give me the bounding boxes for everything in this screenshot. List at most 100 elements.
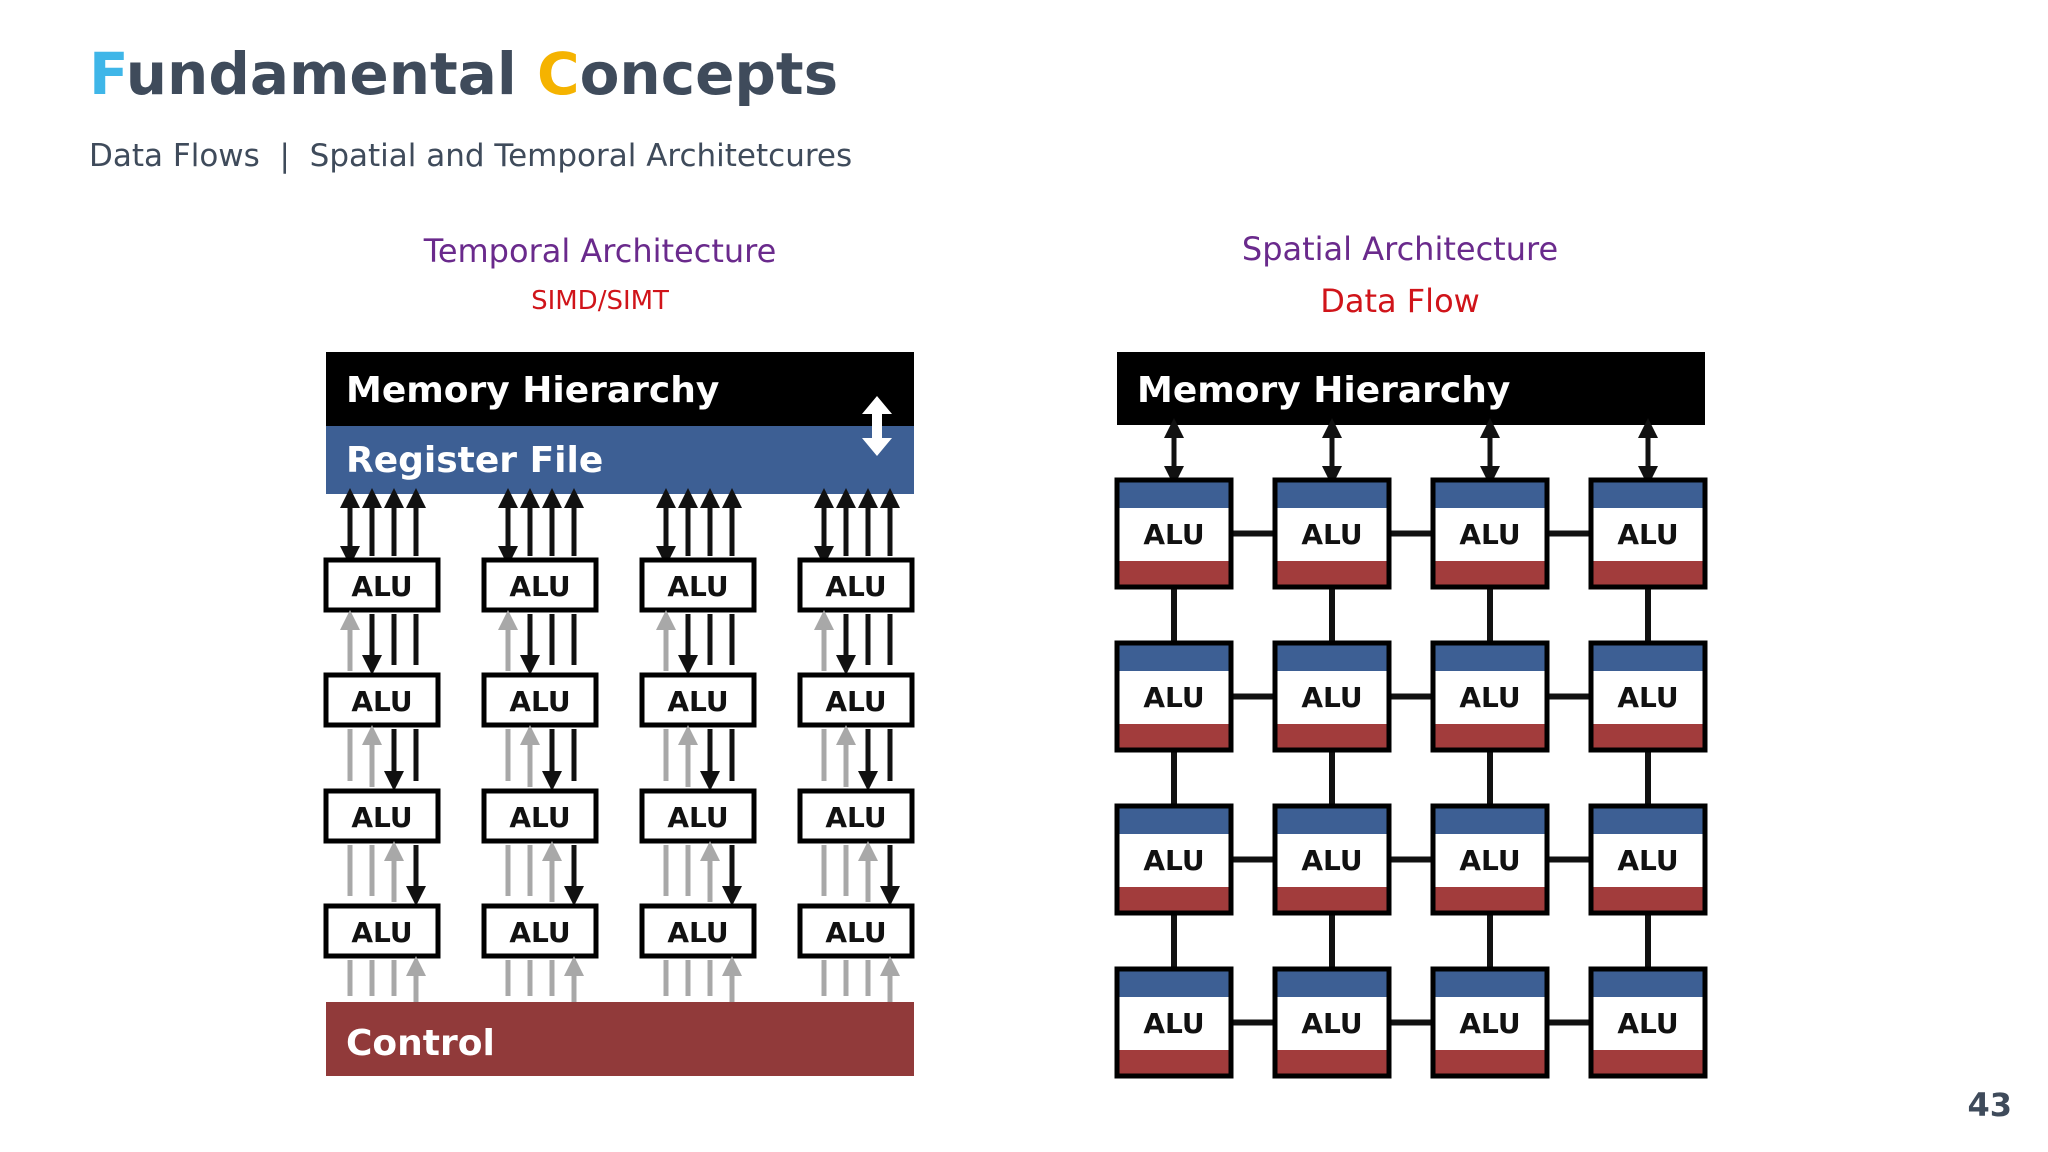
- pe-top-band: [1591, 969, 1705, 997]
- double-arrow-icon: [862, 396, 892, 456]
- pe-border: [1430, 803, 1550, 916]
- pe-border: [1430, 477, 1550, 590]
- register-file-label: Register File: [346, 440, 603, 481]
- pe-bottom-band: [1591, 1050, 1705, 1076]
- pe-bottom-band: [1433, 724, 1547, 750]
- spatial-alu-label: ALU: [1301, 518, 1362, 551]
- spatial-alu-label: ALU: [1617, 518, 1678, 551]
- pe-bottom-band: [1591, 724, 1705, 750]
- pe-top-band: [1433, 969, 1547, 997]
- spatial-alu-pe: ALU: [1114, 966, 1234, 1079]
- spatial-alu-pe: ALU: [1114, 477, 1234, 590]
- pe-bottom-band: [1433, 887, 1547, 913]
- temporal-alu-box: [481, 557, 599, 613]
- temporal-alu-label: ALU: [509, 916, 570, 949]
- temporal-alu-label: ALU: [667, 570, 728, 603]
- pe-bottom-band: [1275, 887, 1389, 913]
- pe-top-band: [1117, 969, 1231, 997]
- temporal-alu-label: ALU: [509, 801, 570, 834]
- pe-border: [1114, 477, 1234, 590]
- spatial-alu-label: ALU: [1617, 681, 1678, 714]
- spatial-alu-pe: ALU: [1588, 966, 1708, 1079]
- pe-border: [1588, 966, 1708, 1079]
- page-number: 43: [1967, 1086, 2012, 1124]
- spatial-alu-label: ALU: [1143, 518, 1204, 551]
- pe-top-band: [1275, 969, 1389, 997]
- temporal-alu-box: [797, 903, 915, 959]
- spatial-alu-label: ALU: [1143, 844, 1204, 877]
- spatial-memory-bar: [1117, 352, 1705, 425]
- pe-border: [1272, 966, 1392, 1079]
- pe-bottom-band: [1433, 561, 1547, 587]
- pe-bottom-band: [1591, 887, 1705, 913]
- temporal-alu-box: [481, 903, 599, 959]
- pe-border: [1272, 803, 1392, 916]
- spatial-alu-pe: ALU: [1272, 803, 1392, 916]
- pe-border: [1272, 640, 1392, 753]
- pe-top-band: [1117, 480, 1231, 508]
- temporal-alu-label: ALU: [509, 685, 570, 718]
- spatial-subheading: Data Flow: [1320, 282, 1480, 320]
- spatial-alu-pe: ALU: [1588, 803, 1708, 916]
- pe-border: [1114, 803, 1234, 916]
- spatial-alu-pe: ALU: [1114, 803, 1234, 916]
- pe-border: [1588, 640, 1708, 753]
- pe-bottom-band: [1433, 1050, 1547, 1076]
- pe-bottom-band: [1117, 1050, 1231, 1076]
- title-part-2: oncepts: [579, 40, 839, 108]
- pe-top-band: [1117, 643, 1231, 671]
- pe-top-band: [1433, 643, 1547, 671]
- pe-border: [1430, 966, 1550, 1079]
- pe-bottom-band: [1275, 561, 1389, 587]
- temporal-alu-box: [639, 557, 757, 613]
- temporal-heading: Temporal Architecture: [423, 232, 777, 270]
- temporal-alu-box: [639, 788, 757, 844]
- spatial-alu-pe: ALU: [1430, 477, 1550, 590]
- temporal-memory-bar: [326, 352, 914, 426]
- temporal-alu-box: [481, 672, 599, 728]
- temporal-alu-box: [797, 672, 915, 728]
- temporal-alu-label: ALU: [825, 801, 886, 834]
- pe-border: [1588, 477, 1708, 590]
- spatial-alu-pe: ALU: [1588, 640, 1708, 753]
- temporal-alu-box: [323, 788, 441, 844]
- temporal-alu-label: ALU: [825, 685, 886, 718]
- pe-top-band: [1591, 480, 1705, 508]
- spatial-alu-label: ALU: [1301, 844, 1362, 877]
- spatial-alu-label: ALU: [1143, 681, 1204, 714]
- spatial-alu-pe: ALU: [1272, 640, 1392, 753]
- slide-subtitle: Data Flows | Spatial and Temporal Archit…: [89, 138, 853, 174]
- temporal-alu-label: ALU: [351, 801, 412, 834]
- spatial-alu-pe: ALU: [1588, 477, 1708, 590]
- pe-bottom-band: [1591, 561, 1705, 587]
- spatial-alu-label: ALU: [1143, 1007, 1204, 1040]
- pe-border: [1114, 640, 1234, 753]
- pe-top-band: [1433, 480, 1547, 508]
- pe-bottom-band: [1117, 561, 1231, 587]
- temporal-alu-label: ALU: [825, 570, 886, 603]
- temporal-alu-box: [639, 903, 757, 959]
- control-label: Control: [346, 1023, 495, 1064]
- pe-border: [1588, 803, 1708, 916]
- temporal-alu-box: [797, 788, 915, 844]
- register-file-bar: [326, 426, 914, 494]
- temporal-alu-label: ALU: [667, 916, 728, 949]
- pe-top-band: [1591, 643, 1705, 671]
- spatial-alu-pe: ALU: [1114, 640, 1234, 753]
- title-part-1: undamental: [125, 40, 537, 108]
- spatial-alu-label: ALU: [1617, 844, 1678, 877]
- temporal-alu-box: [323, 672, 441, 728]
- temporal-alu-box: [323, 557, 441, 613]
- temporal-alu-label: ALU: [509, 570, 570, 603]
- pe-bottom-band: [1275, 1050, 1389, 1076]
- temporal-alu-label: ALU: [667, 685, 728, 718]
- slide-title: Fundamental Concepts: [89, 40, 838, 108]
- spatial-alu-label: ALU: [1459, 518, 1520, 551]
- temporal-subheading: SIMD/SIMT: [531, 286, 669, 316]
- temporal-alu-box: [323, 903, 441, 959]
- pe-top-band: [1591, 806, 1705, 834]
- spatial-alu-label: ALU: [1459, 681, 1520, 714]
- pe-bottom-band: [1117, 887, 1231, 913]
- temporal-alu-box: [481, 788, 599, 844]
